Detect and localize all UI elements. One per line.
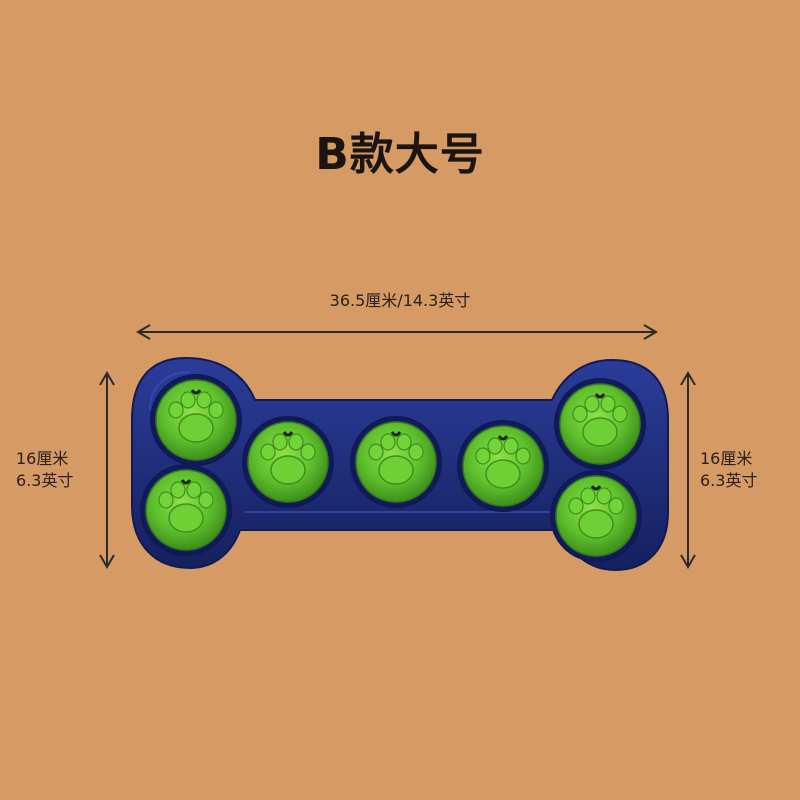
page-title: B款大号 xyxy=(315,129,485,180)
right-height-arrow xyxy=(680,371,696,569)
length-label: 36.5厘米/14.3英寸 xyxy=(329,291,471,310)
left-height-arrow xyxy=(99,371,115,569)
paw-button xyxy=(242,416,334,508)
paw-button xyxy=(350,416,442,508)
left-height-cm: 16厘米 xyxy=(16,449,69,468)
left-height-label: 16厘米 6.3英寸 xyxy=(16,448,126,492)
length-arrow xyxy=(136,324,658,340)
right-height-in: 6.3英寸 xyxy=(700,471,758,490)
paw-button xyxy=(457,420,549,512)
paw-button xyxy=(150,374,242,466)
paw-button xyxy=(140,464,232,556)
paw-buttons xyxy=(140,374,646,562)
left-height-in: 6.3英寸 xyxy=(16,471,74,490)
paw-button xyxy=(554,378,646,470)
right-height-label: 16厘米 6.3英寸 xyxy=(700,448,800,492)
right-height-cm: 16厘米 xyxy=(700,449,753,468)
paw-button xyxy=(550,470,642,562)
